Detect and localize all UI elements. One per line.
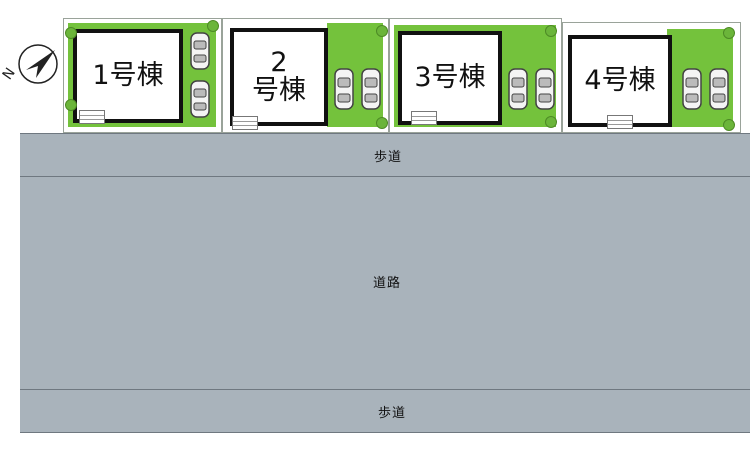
sidewalk-bottom-label: 歩道 xyxy=(378,406,407,421)
car-icon xyxy=(190,32,210,70)
tree-icon xyxy=(545,116,557,128)
entrance-step xyxy=(607,115,633,129)
lot-1: 1号棟 xyxy=(63,18,222,133)
house-2: 2 号棟 xyxy=(230,28,328,126)
house-4-label: 4号棟 xyxy=(584,64,656,96)
tree-icon xyxy=(65,99,77,111)
lot-3: 3号棟 xyxy=(389,18,562,133)
house-1: 1号棟 xyxy=(73,29,183,123)
car-icon xyxy=(361,68,381,110)
entrance-step xyxy=(79,110,105,124)
house-3: 3号棟 xyxy=(398,31,502,125)
entrance-step xyxy=(232,116,258,130)
tree-icon xyxy=(376,117,388,129)
compass-north-arrow: N xyxy=(0,42,60,92)
tree-icon xyxy=(723,27,735,39)
entrance-step xyxy=(411,111,437,125)
car-icon xyxy=(190,80,210,118)
sidewalk-bottom xyxy=(20,389,750,433)
car-icon xyxy=(709,68,729,110)
house-1-label: 1号棟 xyxy=(92,59,164,91)
house-4: 4号棟 xyxy=(568,35,672,127)
lot-2: 2 号棟 xyxy=(222,18,389,133)
road-main-label: 道路 xyxy=(373,276,402,291)
tree-icon xyxy=(545,25,557,37)
car-icon xyxy=(508,68,528,110)
tree-icon xyxy=(207,20,219,32)
house-2-label: 2 号棟 xyxy=(252,46,306,106)
tree-icon xyxy=(65,27,77,39)
car-icon xyxy=(535,68,555,110)
lot-4: 4号棟 xyxy=(562,22,741,133)
sidewalk-top-label: 歩道 xyxy=(374,150,403,165)
house-3-label: 3号棟 xyxy=(414,61,486,93)
tree-icon xyxy=(723,119,735,131)
car-icon xyxy=(682,68,702,110)
tree-icon xyxy=(376,25,388,37)
car-icon xyxy=(334,68,354,110)
sidewalk-top xyxy=(20,133,750,177)
